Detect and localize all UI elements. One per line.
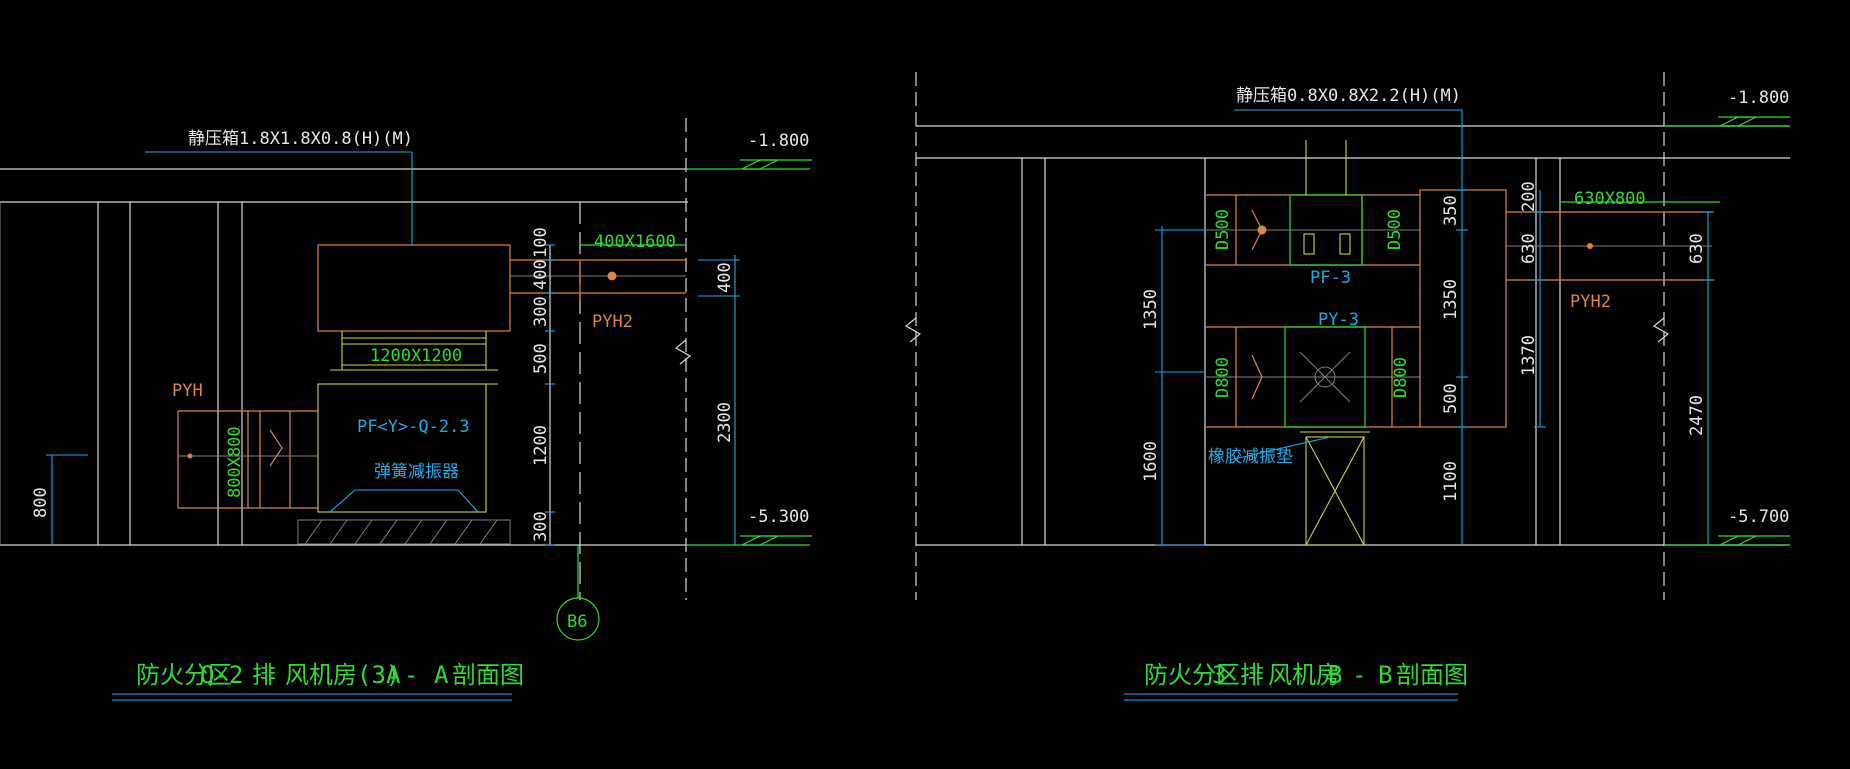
svg-text:A: A <box>386 661 401 689</box>
right-dim-1600: 1600 <box>1141 441 1161 482</box>
svg-text:排: 排 <box>1240 661 1264 689</box>
left-dim-100: 100 <box>531 227 551 258</box>
right-dim-1370: 1370 <box>1519 335 1539 376</box>
left-duct-size: 400X1600 <box>594 232 676 252</box>
right-dim-1100: 1100 <box>1441 461 1461 502</box>
right-dim-1350-mid: 1350 <box>1441 279 1461 320</box>
svg-text:Q-2: Q-2 <box>200 661 243 689</box>
left-side-duct-size: 800X800 <box>225 426 245 498</box>
left-elevation-top: -1.800 <box>748 131 809 151</box>
right-fan-upper-label: PF-3 <box>1310 268 1351 288</box>
right-elevation-top: -1.800 <box>1728 88 1789 108</box>
right-pad-label: 橡胶减振垫 <box>1208 447 1293 467</box>
svg-text:防火分区: 防火分区 <box>1144 661 1240 689</box>
right-d500-right: D500 <box>1385 209 1405 250</box>
left-fan-label: PF<Y>-Q-2.3 <box>357 417 470 437</box>
left-section-title: 防火分区 Q-2 排 风机房(3) A - A 剖面图 <box>136 661 524 689</box>
svg-text:剖面图: 剖面图 <box>1396 661 1468 689</box>
left-elevation-bottom: -5.300 <box>748 507 809 527</box>
svg-text:A: A <box>434 661 449 689</box>
svg-text:风机房: 风机房 <box>1268 661 1340 689</box>
section-b-b: 静压箱0.8X0.8X2.2(H)(M) -1.800 -5.700 PF-3 … <box>904 72 1790 701</box>
svg-text:-: - <box>404 661 418 689</box>
left-unit-size: 1200X1200 <box>370 346 462 366</box>
svg-text:剖面图: 剖面图 <box>452 661 524 689</box>
svg-text:排: 排 <box>252 661 276 689</box>
left-dim-1200: 1200 <box>531 425 551 466</box>
right-dim-630: 630 <box>1519 233 1539 264</box>
right-fan-lower-label: PY-3 <box>1318 310 1359 330</box>
right-duct-size: 630X800 <box>1574 189 1646 209</box>
right-d500-left: D500 <box>1213 209 1233 250</box>
left-duct-tag: PYH2 <box>592 312 633 332</box>
right-d800-left: D800 <box>1213 357 1233 398</box>
left-dim-r-2300: 2300 <box>715 402 735 443</box>
right-section-title: 防火分区 3 排 风机房 B - B 剖面图 <box>1144 661 1468 689</box>
right-dim-200: 200 <box>1519 181 1539 212</box>
svg-text:-: - <box>1352 661 1366 689</box>
left-dim-800: 800 <box>31 487 51 518</box>
svg-text:防火分区: 防火分区 <box>136 661 232 689</box>
left-dim-500: 500 <box>531 343 551 374</box>
right-d800-right: D800 <box>1391 357 1411 398</box>
right-elevation-bottom: -5.700 <box>1728 507 1789 527</box>
right-dim-500: 500 <box>1441 383 1461 414</box>
grid-bubble-label: B6 <box>567 612 587 632</box>
left-isolator-label: 弹簧减振器 <box>374 462 459 482</box>
svg-text:B: B <box>1378 661 1392 689</box>
svg-text:3: 3 <box>1212 661 1226 689</box>
left-dim-300: 300 <box>531 296 551 327</box>
svg-text:风机房(3): 风机房(3) <box>285 661 400 689</box>
right-dim-350: 350 <box>1441 195 1461 226</box>
right-duct-tag: PYH2 <box>1570 292 1611 312</box>
left-dim-r-400: 400 <box>715 262 735 293</box>
left-plenum-label: 静压箱1.8X1.8X0.8(H)(M) <box>188 129 413 149</box>
left-dim-300b: 300 <box>531 511 551 542</box>
left-pyh-tag: PYH <box>172 381 203 401</box>
left-dim-400: 400 <box>531 259 551 290</box>
right-plenum-label: 静压箱0.8X0.8X2.2(H)(M) <box>1236 86 1461 106</box>
section-a-a: 静压箱1.8X1.8X0.8(H)(M) -1.800 -5.300 400X1… <box>0 118 812 701</box>
right-dim-far-630: 630 <box>1687 233 1707 264</box>
right-dim-far-2470: 2470 <box>1687 395 1707 436</box>
svg-text:B: B <box>1328 661 1342 689</box>
right-dim-1350-left: 1350 <box>1141 289 1161 330</box>
